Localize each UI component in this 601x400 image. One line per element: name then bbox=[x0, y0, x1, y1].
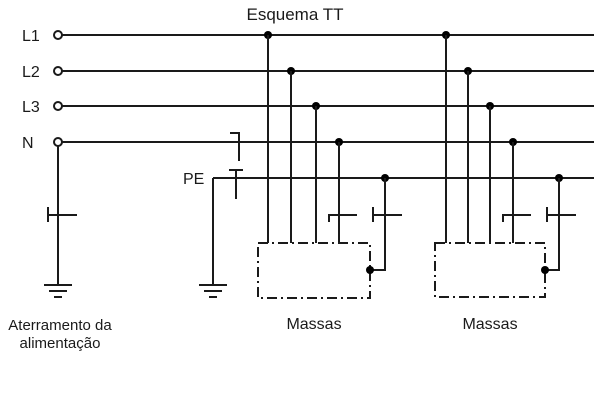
load-2-masses-junction bbox=[541, 266, 549, 274]
terminal-l2 bbox=[53, 66, 63, 76]
load-1-masses-box bbox=[257, 242, 371, 299]
load-1-pe-conductor bbox=[370, 178, 386, 271]
load-1-masses-label: Massas bbox=[286, 316, 341, 333]
terminal-l1 bbox=[53, 30, 63, 40]
load-2-pe-conductor bbox=[545, 178, 560, 271]
load-2-masses-label: Massas bbox=[462, 316, 517, 333]
n-pe-switch-upper bbox=[230, 132, 240, 161]
load-1-masses-junction bbox=[366, 266, 374, 274]
terminal-n bbox=[53, 137, 63, 147]
bus-label-n: N bbox=[22, 135, 34, 152]
load-1-neutral-switch-icon bbox=[328, 214, 357, 222]
bus-label-l1: L1 bbox=[22, 28, 40, 45]
bus-label-l3: L3 bbox=[22, 99, 40, 116]
terminal-l3 bbox=[53, 101, 63, 111]
source-ground-label-line2: alimentação bbox=[20, 335, 101, 352]
load-2-neutral-switch-icon bbox=[502, 214, 531, 222]
source-ground-label-line1: Aterramento da bbox=[8, 317, 112, 334]
bus-label-l2: L2 bbox=[22, 64, 40, 81]
diagram-title: Esquema TT bbox=[246, 5, 343, 24]
load-2-masses-box bbox=[434, 242, 546, 298]
pe-label: PE bbox=[183, 171, 204, 188]
